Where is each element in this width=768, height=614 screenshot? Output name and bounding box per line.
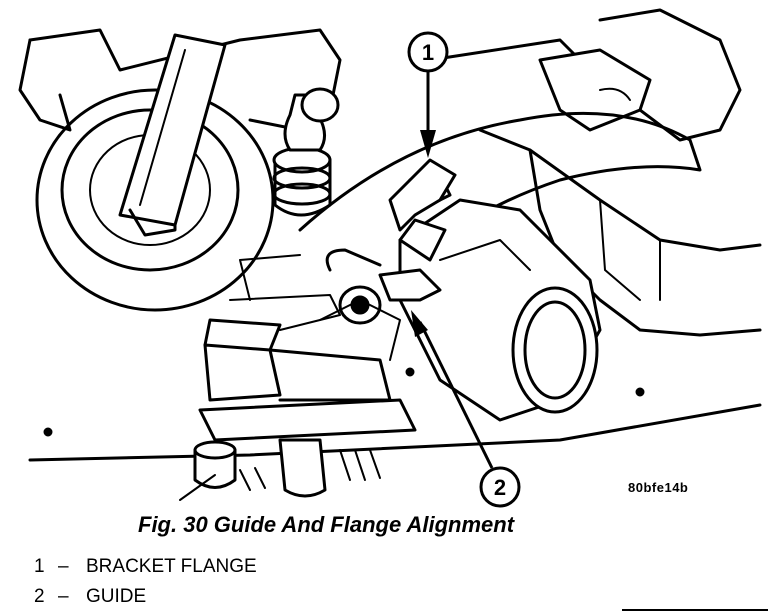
legend-dash: –	[58, 586, 69, 607]
legend-item: 2 – GUIDE	[34, 582, 257, 612]
callout-1	[407, 31, 449, 158]
lower-frame	[28, 403, 762, 462]
bracket-flange	[388, 158, 457, 232]
figure-id: 80bfe14b	[628, 480, 689, 495]
legend-number: 2	[34, 586, 45, 607]
callout-1-label: 1	[422, 40, 434, 65]
pulley-outer	[35, 88, 275, 312]
legend-label: GUIDE	[86, 586, 147, 607]
callout-2	[411, 310, 521, 508]
lower-bolt-left	[193, 448, 237, 489]
linkage-bar	[203, 343, 282, 402]
pulley-middle	[60, 108, 240, 272]
extension-bar	[118, 33, 227, 227]
legend: 1 – BRACKET FLANGE 2 – GUIDE	[34, 552, 257, 612]
callout-2-label: 2	[494, 475, 506, 500]
legend-dash: –	[58, 556, 69, 577]
corner-rule	[622, 609, 768, 611]
legend-number: 1	[34, 556, 45, 577]
legend-label: BRACKET FLANGE	[86, 556, 257, 577]
left-bracket	[18, 38, 72, 132]
lower-bolt-center	[278, 438, 327, 498]
legend-item: 1 – BRACKET FLANGE	[34, 552, 257, 582]
guide-connector	[378, 268, 442, 302]
figure-caption: Fig. 30 Guide And Flange Alignment	[138, 512, 515, 537]
